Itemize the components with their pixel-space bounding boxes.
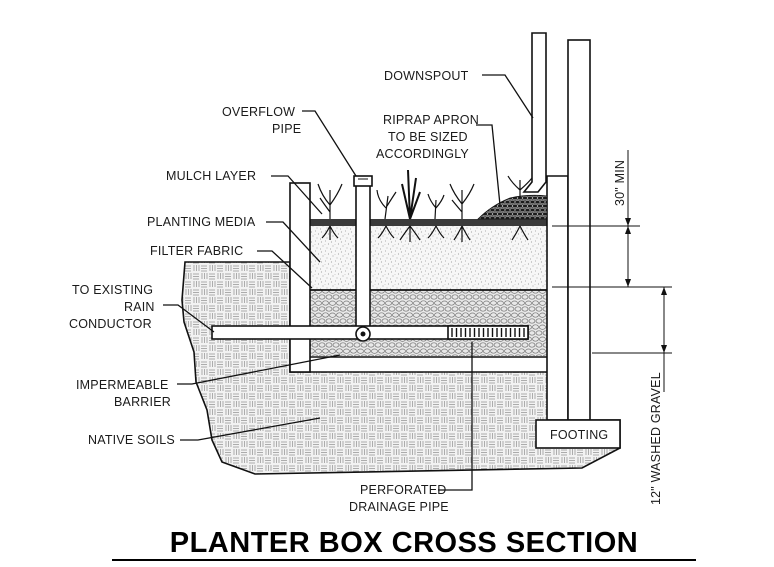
footing-label: FOOTING xyxy=(550,428,608,442)
barrier-label-2: BARRIER xyxy=(114,395,171,409)
barrier-label-1: IMPERMEABLE xyxy=(76,378,169,392)
downspout-label: DOWNSPOUT xyxy=(384,69,469,83)
overflow-label-1: OVERFLOW xyxy=(222,105,295,119)
perforated-drainage-pipe xyxy=(447,325,529,340)
planting-media-label: PLANTING MEDIA xyxy=(147,215,256,229)
riprap-label-3: ACCORDINGLY xyxy=(376,147,469,161)
dim-30-label: 30" MIN xyxy=(613,160,627,206)
riprap-label-1: RIPRAP APRON xyxy=(383,113,479,127)
dimension-12-gravel xyxy=(592,286,672,392)
gravel-layer xyxy=(310,290,547,356)
overflow-pipe-cap xyxy=(353,175,373,187)
building-wall xyxy=(546,175,569,421)
page-title: PLANTER BOX CROSS SECTION xyxy=(170,527,639,559)
perforated-label-2: DRAINAGE PIPE xyxy=(349,500,449,514)
existing-label-3: CONDUCTOR xyxy=(69,317,152,331)
mulch-label: MULCH LAYER xyxy=(166,169,256,183)
riprap-apron xyxy=(477,194,548,220)
riprap-label-2: TO BE SIZED xyxy=(388,130,468,144)
overflow-pipe xyxy=(355,181,371,333)
perforated-label-1: PERFORATED xyxy=(360,483,447,497)
leader-lines xyxy=(163,74,534,491)
existing-label-2: RAIN xyxy=(124,300,155,314)
overflow-label-2: PIPE xyxy=(272,122,301,136)
planting-media-layer xyxy=(310,226,547,290)
mulch-layer xyxy=(310,219,547,226)
dim-12-label: 12" WASHED GRAVEL xyxy=(649,372,663,505)
footing-block xyxy=(535,419,621,449)
native-soil xyxy=(181,261,621,475)
filter-fabric-label: FILTER FABRIC xyxy=(150,244,243,258)
building-wall-outer xyxy=(567,39,591,421)
downspout xyxy=(522,32,547,193)
existing-label-1: TO EXISTING xyxy=(72,283,153,297)
native-soils-label: NATIVE SOILS xyxy=(88,433,175,447)
plants xyxy=(317,169,533,242)
